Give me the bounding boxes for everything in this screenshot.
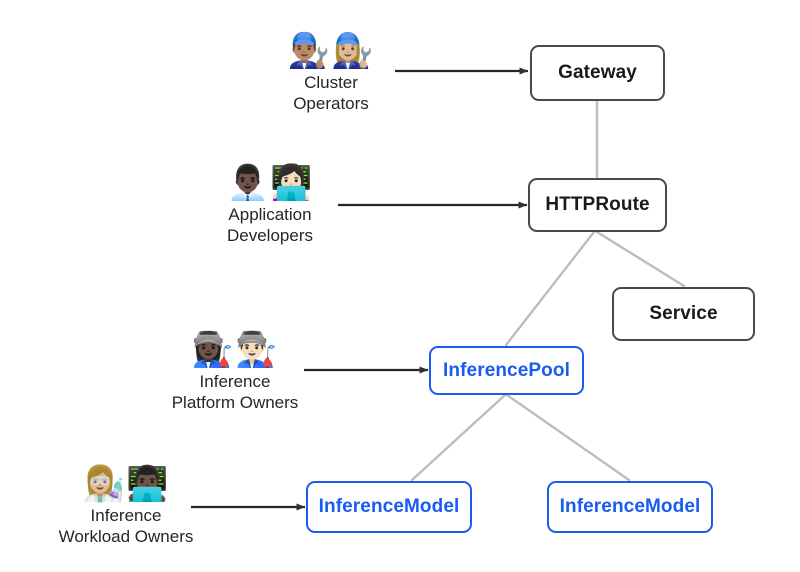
- node-service[interactable]: Service: [612, 287, 755, 341]
- node-inferencemodel-1[interactable]: InferenceModel: [306, 481, 472, 533]
- node-httproute[interactable]: HTTPRoute: [528, 178, 667, 232]
- node-httproute-label: HTTPRoute: [545, 194, 650, 215]
- persona-application-developers: 👨🏿‍💼👩🏻‍💻 Application Developers: [210, 163, 330, 246]
- persona-inference-platform-owners: 👩🏿‍🏭👨🏻‍🏭 Inference Platform Owners: [165, 330, 305, 413]
- persona-inference-workload-owners: 👩🏼‍🔬👨🏿‍💻 Inference Workload Owners: [53, 464, 199, 547]
- node-gateway-label: Gateway: [558, 62, 637, 83]
- node-gateway[interactable]: Gateway: [530, 45, 665, 101]
- persona-inference-platform-owners-label: Inference Platform Owners: [171, 372, 299, 412]
- office-worker-technologist-icon: 👨🏿‍💼👩🏻‍💻: [226, 164, 314, 202]
- connector-inferencepool-model-2: [505, 393, 631, 482]
- node-service-label: Service: [649, 303, 718, 324]
- node-inferencepool-label: InferencePool: [443, 359, 570, 381]
- node-inferencemodel-2-label: InferenceModel: [559, 496, 701, 517]
- persona-inference-workload-owners-label: Inference Workload Owners: [58, 506, 194, 546]
- connector-httproute-inferencepool: [504, 230, 596, 347]
- connector-httproute-service: [595, 230, 686, 288]
- node-inferencemodel-1-label: InferenceModel: [318, 496, 460, 517]
- persona-cluster-operators-label: Cluster Operators: [293, 73, 369, 113]
- construction-workers-icon: 👩🏿‍🏭👨🏻‍🏭: [191, 331, 279, 369]
- persona-cluster-operators: 👨🏽‍🔧👩🏼‍🔧 Cluster Operators: [271, 31, 391, 114]
- connector-inferencepool-model-1: [410, 393, 507, 482]
- node-inferencepool[interactable]: InferencePool: [429, 346, 584, 395]
- node-inferencemodel-2[interactable]: InferenceModel: [547, 481, 713, 533]
- scientist-technologist-icon: 👩🏼‍🔬👨🏿‍💻: [82, 465, 170, 503]
- persona-application-developers-label: Application Developers: [227, 205, 313, 245]
- mechanics-icon: 👨🏽‍🔧👩🏼‍🔧: [287, 32, 375, 70]
